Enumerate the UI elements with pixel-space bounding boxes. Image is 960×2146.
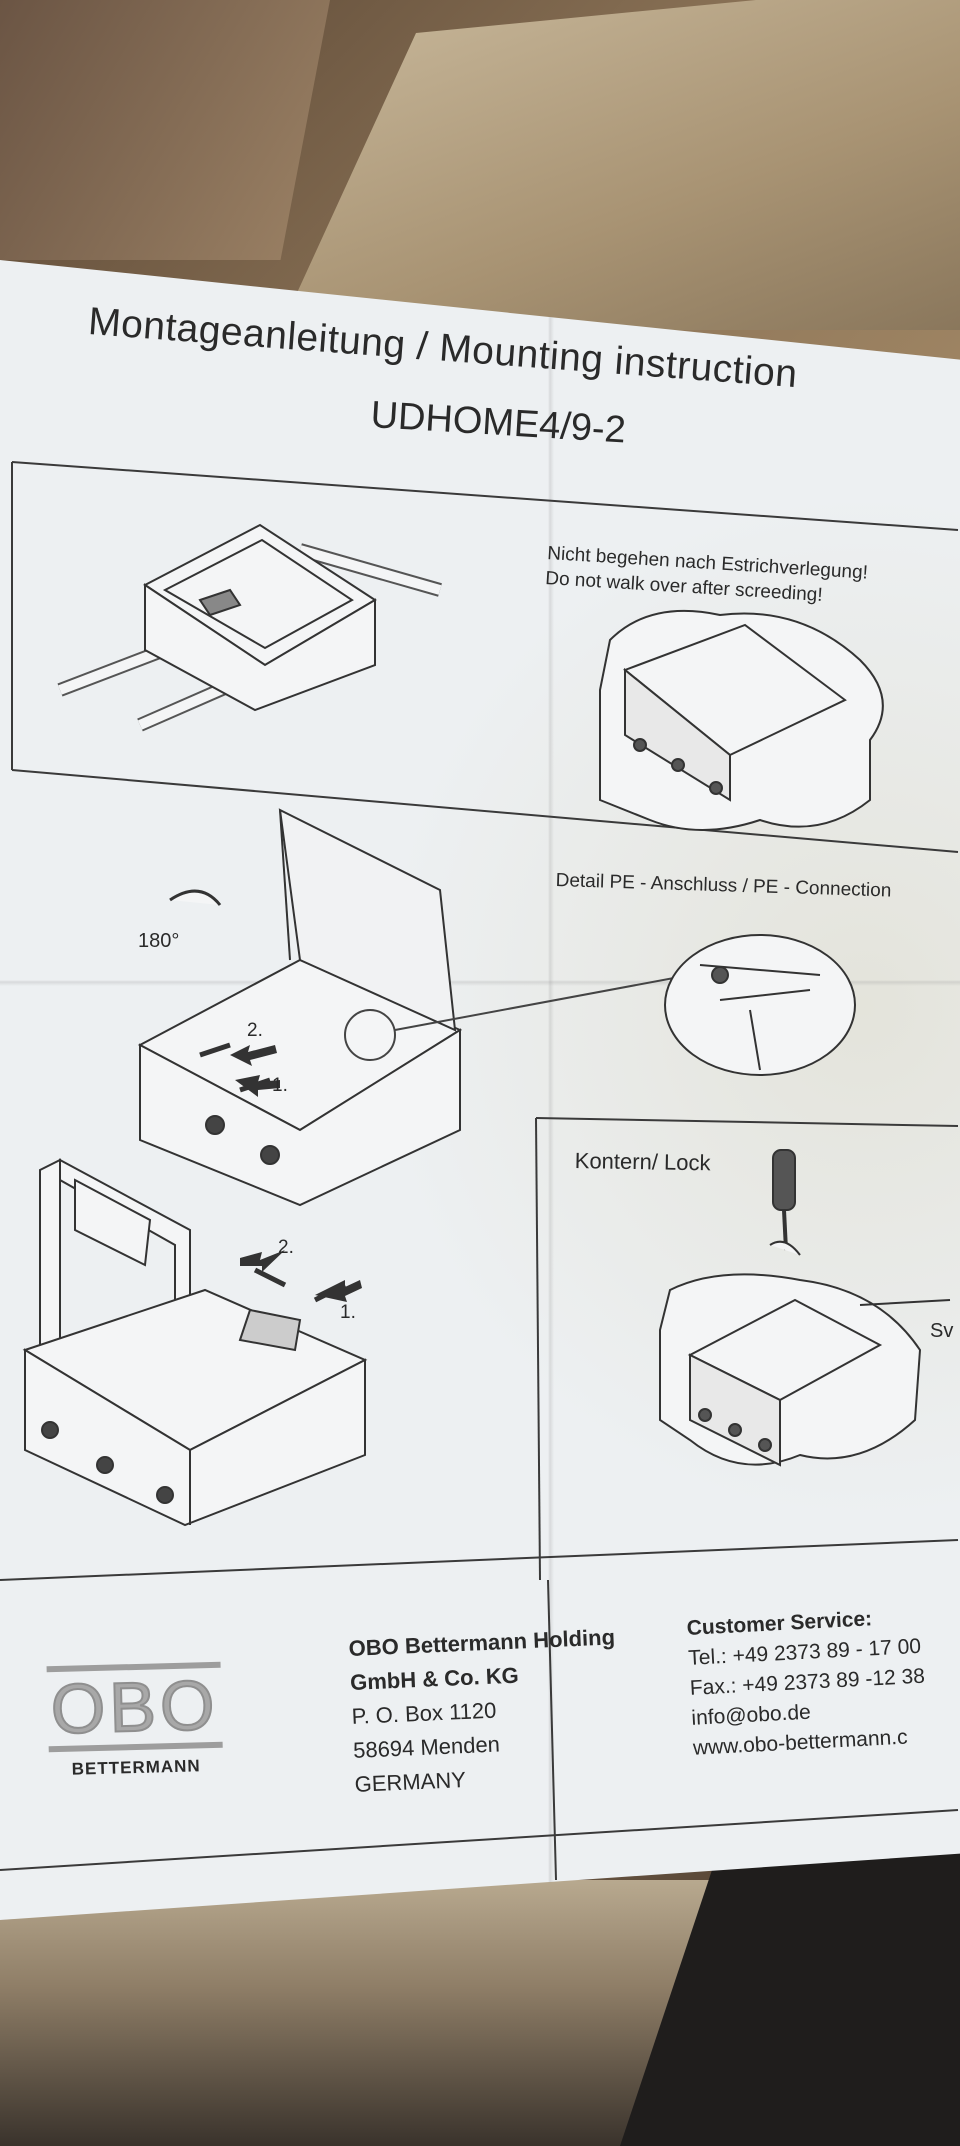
company-address-block: OBO Bettermann Holding GmbH & Co. KG P. … (348, 1620, 622, 1801)
rotation-label: 180° (138, 930, 180, 952)
step-one-label-b: 1. (340, 1302, 356, 1323)
lock-tail-label: Sv (930, 1320, 954, 1342)
cardboard-flap-left (0, 0, 330, 260)
step-two-label-a: 2. (247, 1020, 263, 1041)
step-one-label-a: 1. (272, 1075, 288, 1096)
step-two-label-b: 2. (278, 1237, 294, 1258)
lock-label: Kontern/ Lock (574, 1148, 711, 1176)
obo-logo: OBO BETTERMANN (39, 1661, 232, 1781)
customer-service-block: Customer Service: Tel.: +49 2373 89 - 17… (686, 1602, 929, 1764)
logo-wordmark: OBO (49, 1665, 221, 1749)
